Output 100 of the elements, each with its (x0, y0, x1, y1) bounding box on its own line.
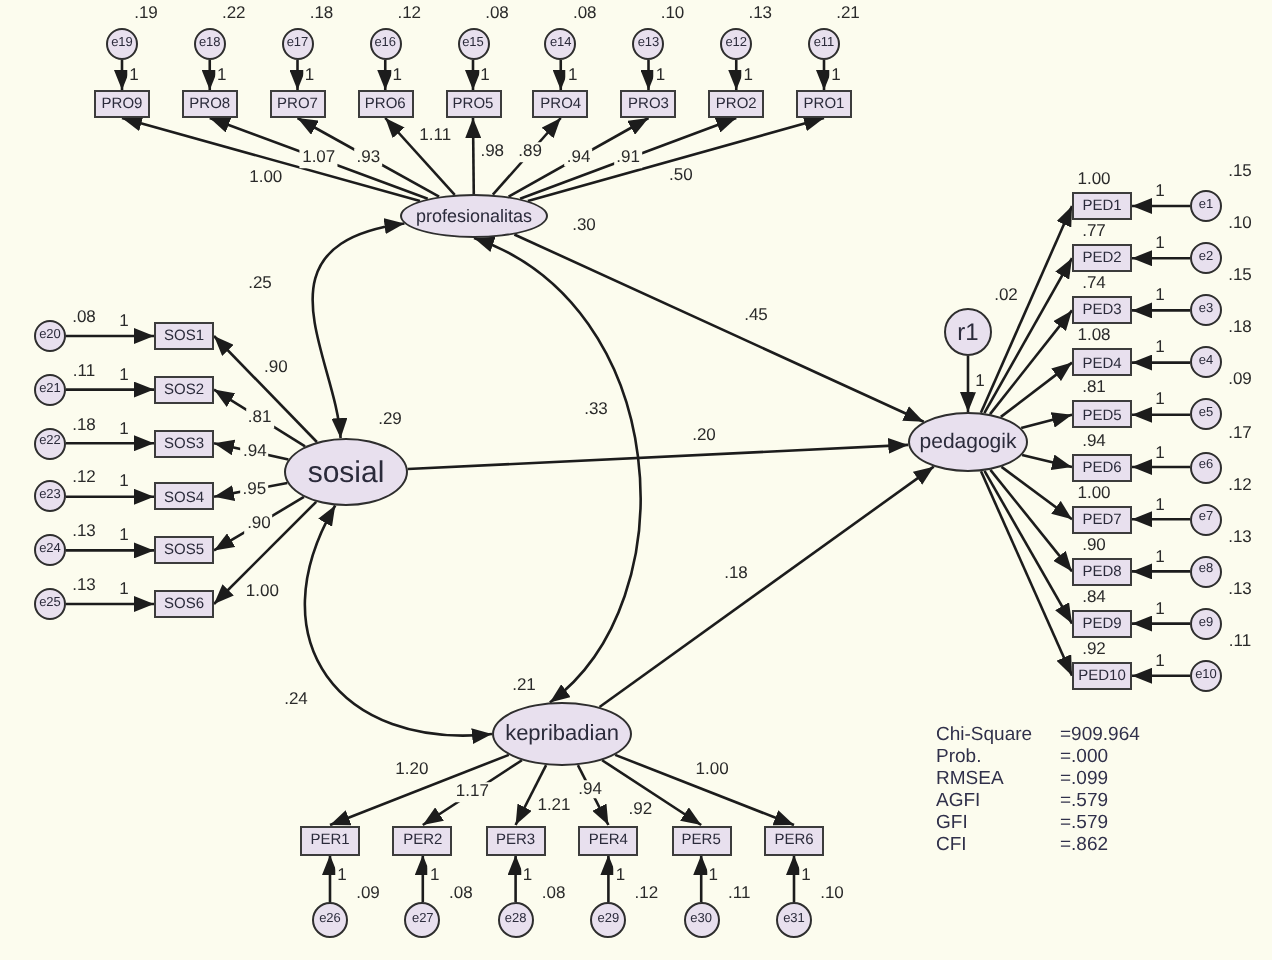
edge-label: 1 (1153, 599, 1167, 620)
arrow (66, 488, 154, 505)
error-term-circle (720, 28, 753, 60)
arrow (989, 469, 1073, 573)
variance-label: .11 (70, 361, 98, 382)
arrow (422, 759, 523, 827)
edge-label: 1 (215, 65, 229, 85)
fit-statistic-value: =.099 (1060, 768, 1111, 790)
observed-variable-box (578, 825, 639, 855)
edge-label: 1 (520, 866, 535, 886)
latent-variable-ellipse (400, 194, 548, 238)
arrow (552, 60, 569, 90)
edge-label: 1 (117, 419, 131, 439)
fit-statistic-value: =909.964 (1060, 724, 1140, 746)
arrow (1000, 465, 1073, 521)
variance-label: .13 (1226, 579, 1254, 600)
variance-label: .15 (1226, 162, 1254, 182)
arrow (1132, 302, 1190, 319)
error-term-circle (1190, 346, 1222, 379)
observed-variable-box (796, 90, 852, 118)
arrow (1021, 453, 1073, 471)
observed-variable-box (620, 90, 677, 118)
edge-label: .50 (667, 167, 695, 187)
edge-label: .89 (516, 142, 544, 163)
variance-label: .22 (219, 4, 248, 24)
arrow (816, 60, 832, 90)
variance-label: .18 (70, 415, 98, 435)
arrow (601, 759, 702, 827)
error-term-circle (34, 534, 66, 567)
double-headed-arrow (473, 236, 642, 704)
variable-name: pedagogik (919, 431, 1017, 453)
arrow (989, 309, 1073, 415)
observed-variable-box (485, 825, 546, 855)
arrow (66, 596, 154, 612)
error-term-circle (590, 902, 627, 938)
variance-label: .17 (1226, 423, 1254, 443)
variable-name: r1 (957, 320, 979, 344)
variance-label: .21 (510, 676, 538, 696)
error-term-circle (1190, 190, 1222, 222)
edge-label: .24 (282, 690, 310, 710)
arrow (513, 233, 925, 423)
arrow (527, 115, 825, 203)
variance-label: .09 (354, 884, 382, 904)
edge-label: .98 (478, 142, 507, 162)
variable-name: sosial (307, 457, 385, 487)
observed-variable-box (154, 536, 214, 565)
edge-label: 1.00 (693, 760, 731, 781)
arrow (614, 753, 795, 827)
error-term-circle (1190, 398, 1222, 431)
variance-label: .12 (632, 884, 661, 904)
observed-variable-box (1072, 400, 1132, 429)
observed-variable-box (154, 482, 214, 511)
edge-label: 1.00 (247, 168, 285, 188)
arrow (1020, 412, 1073, 430)
observed-variable-box (392, 825, 453, 855)
variance-label: .13 (70, 576, 98, 596)
error-term-circle (1190, 294, 1222, 327)
error-term-circle (34, 320, 66, 352)
observed-variable-box (671, 825, 732, 855)
error-term-circle (34, 480, 66, 513)
edge-label: 1.08 (1075, 326, 1113, 347)
observed-variable-box (154, 429, 214, 458)
error-term-circle (1190, 242, 1222, 275)
error-term-circle (106, 28, 138, 60)
edge-label: 1 (478, 65, 492, 85)
edge-label: .90 (262, 358, 290, 379)
variance-label: .29 (376, 410, 404, 430)
edge-label: .91 (614, 148, 642, 169)
error-term-circle (457, 28, 489, 60)
edge-label: 1 (127, 65, 141, 85)
variance-label: .13 (70, 522, 98, 543)
observed-variable-box (1072, 505, 1132, 534)
error-term-circle (544, 28, 577, 60)
edge-label: .95 (240, 479, 269, 499)
edge-label: 1 (1153, 182, 1167, 202)
edge-label: 1 (741, 65, 755, 85)
edge-label: 1 (653, 65, 668, 85)
edge-label: 1 (829, 65, 843, 85)
error-term-circle (1190, 503, 1222, 536)
variance-label: .12 (1226, 475, 1254, 495)
arrow (66, 328, 154, 344)
error-term-circle (281, 28, 314, 60)
observed-variable-box (181, 90, 238, 118)
edge-label: .77 (1080, 222, 1108, 242)
fit-statistic-value: =.579 (1060, 812, 1111, 834)
edge-label: 1.11 (417, 125, 454, 146)
arrow (1132, 615, 1190, 632)
observed-variable-box (269, 90, 326, 118)
edge-label: .45 (742, 306, 770, 326)
error-term-circle (632, 28, 665, 60)
edge-label: .94 (576, 779, 604, 799)
variance-label: .10 (658, 4, 687, 24)
error-term-circle (34, 373, 66, 406)
arrow (640, 60, 657, 90)
edge-label: 1 (1153, 443, 1167, 463)
residual-circle (944, 308, 992, 356)
edge-label: 1 (117, 580, 131, 600)
double-headed-arrow (303, 504, 493, 743)
arrow (519, 116, 737, 200)
arrow (728, 60, 745, 90)
